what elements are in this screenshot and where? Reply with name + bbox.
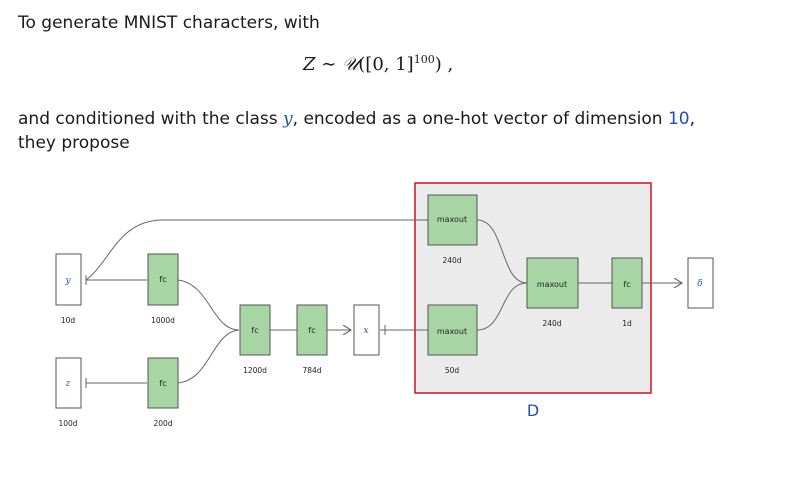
edge-maxout-x-to-joint [476,282,528,331]
intro-text: To generate MNIST characters, with [18,13,320,33]
y-input-dim: 10d [61,316,76,325]
connections [85,219,682,384]
paragraph-intro: To generate MNIST characters, with [18,12,320,34]
fc-final-box [611,257,643,309]
formula-lhs: Z [303,54,316,75]
fc-out-box [296,304,328,356]
maxout-joint-box [526,257,579,309]
x-output-label: x [363,326,368,336]
fc-merge-label: fc [251,326,258,335]
fc-merge-box [239,304,271,356]
delta-output-label: δ [697,279,702,289]
formula-exp: 100 [413,53,435,66]
formula-close: ) [434,54,442,75]
fc-final-dim: 1d [622,319,632,328]
edge-fcy-to-merge [177,279,240,331]
tick-bars [85,275,386,388]
maxout-y-dim: 240d [442,256,461,265]
paragraph-conditioned-line1: and conditioned with the class y, encode… [18,108,695,130]
maxout-x-label: maxout [437,327,467,336]
cond-text-a: and conditioned with the class [18,109,284,129]
discriminator-label: D [527,401,539,420]
y-input-label: y [64,276,71,286]
z-input-label: z [65,379,71,389]
fc-z-label: fc [159,379,166,388]
fc-y-dim: 1000d [151,316,175,325]
fc-y-label: fc [159,275,166,284]
x-output-box [353,304,380,356]
edge-fcz-to-merge [177,329,240,384]
fc-merge-dim: 1200d [243,366,267,375]
formula: Z ∼ 𝒰([0, 1]100) , [303,53,453,75]
maxout-joint-dim: 240d [542,319,561,328]
maxout-y-label: maxout [437,215,467,224]
cond-var-y: y [283,109,293,129]
formula-punct: , [447,54,454,75]
formula-rel: ∼ [321,54,337,75]
z-input-dim: 100d [58,419,77,428]
edge-maxout-y-to-joint [476,219,528,284]
fc-out-label: fc [308,326,315,335]
maxout-x-dim: 50d [445,366,460,375]
fc-out-dim: 784d [302,366,321,375]
fc-z-dim: 200d [153,419,172,428]
y-input-box [55,253,82,306]
delta-output-box [687,257,714,309]
cond-text-c: , [689,109,696,129]
maxout-x-box [427,304,478,356]
fc-final-label: fc [623,280,630,289]
cond-dim-num: 10 [667,109,690,129]
cond-text-line2: they propose [18,133,130,153]
cond-text-b: , encoded as a one-hot vector of dimensi… [292,109,668,129]
maxout-joint-label: maxout [537,280,567,289]
formula-dist: 𝒰 [342,54,359,75]
edge-y-to-maxout [85,219,428,281]
maxout-y-box [427,194,478,246]
paragraph-conditioned-line2: they propose [18,132,130,154]
fc-z-box [147,357,179,409]
z-input-box [55,357,82,409]
fc-y-box [147,253,179,306]
formula-arg: ([0, 1] [358,54,414,75]
